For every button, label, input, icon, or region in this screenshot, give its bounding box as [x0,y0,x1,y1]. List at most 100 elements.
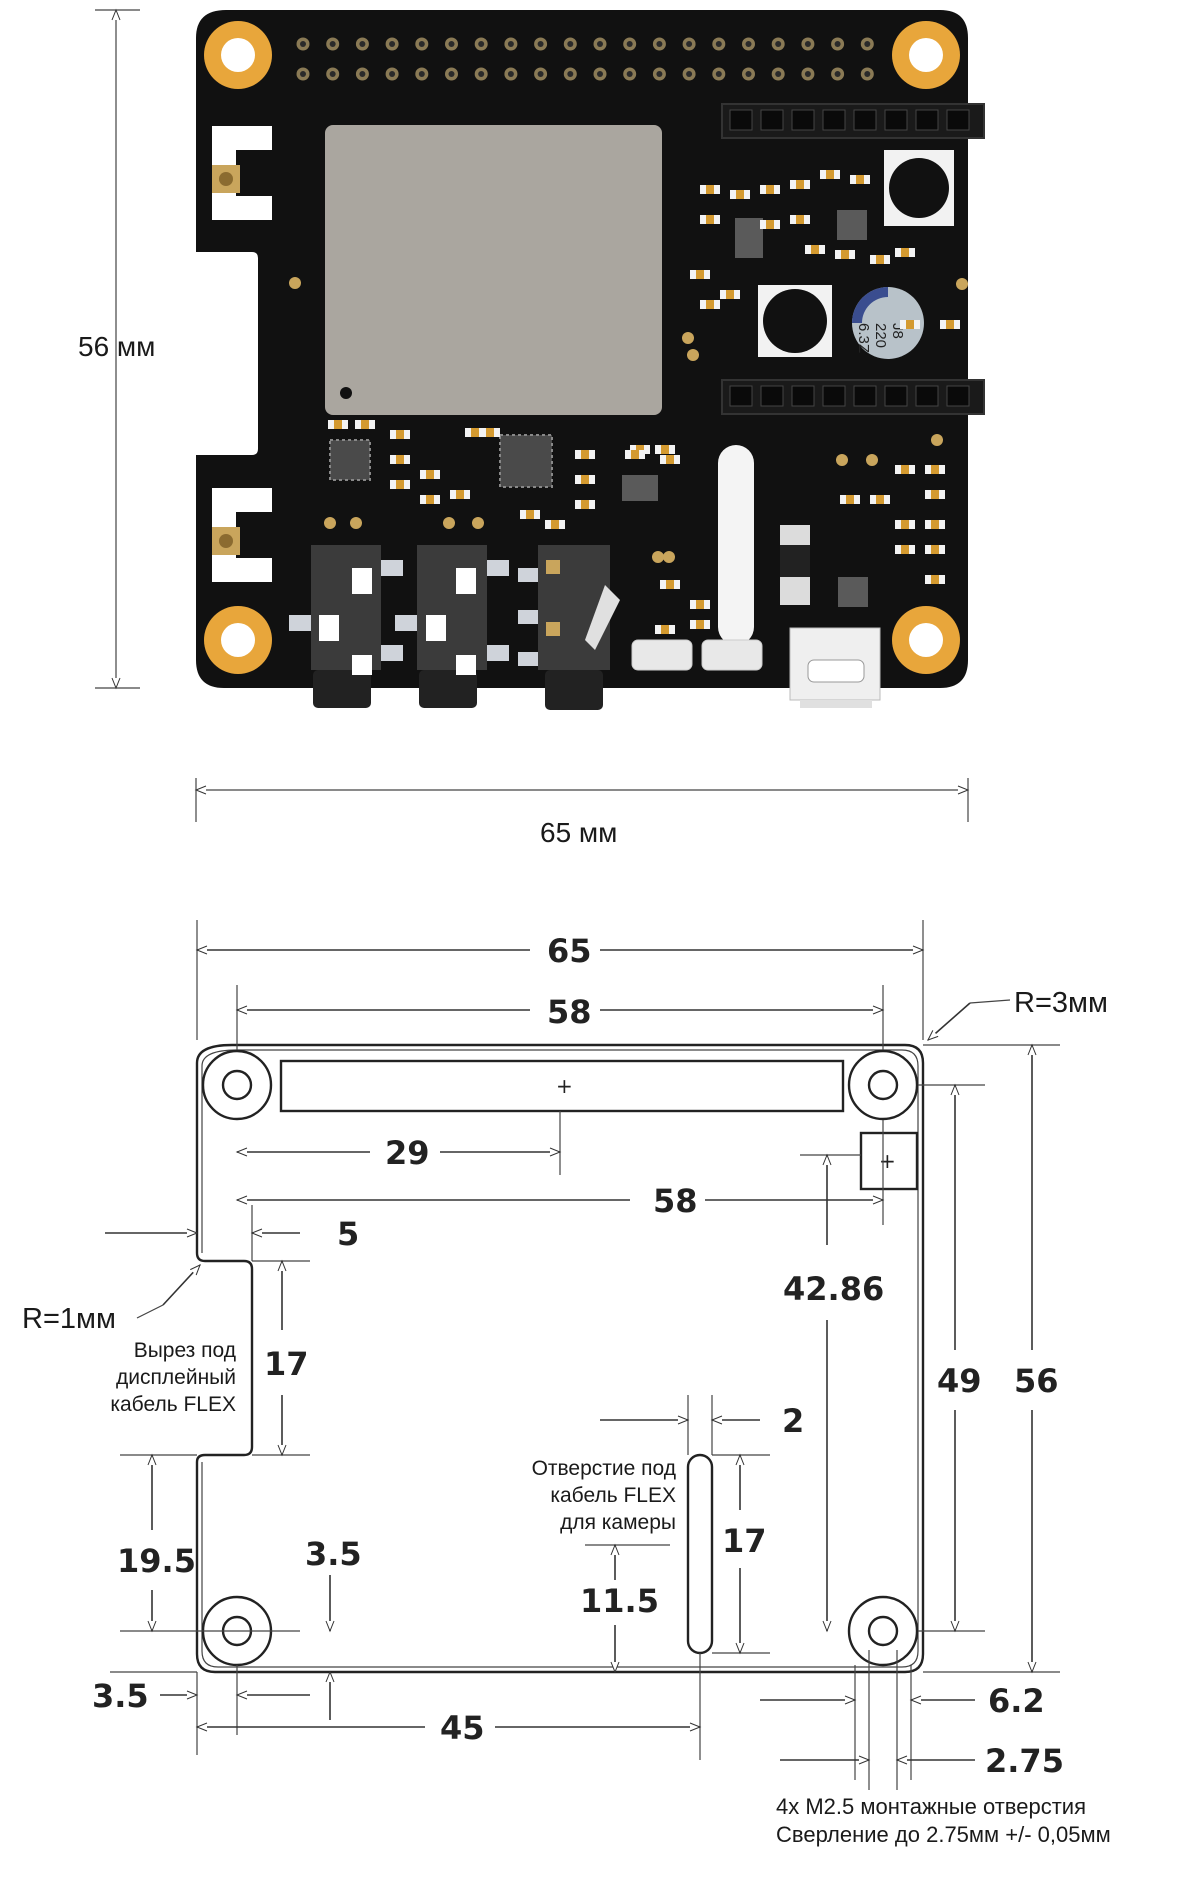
dim-3-5-top: 3.5 [305,1535,362,1573]
smd-part [390,480,410,489]
gpio-pin-hole [745,41,752,47]
smd-body [526,510,534,519]
dim-58-top: 58 [547,993,592,1031]
gpio-pin-hole [715,41,722,47]
gpio-pin-hole [775,71,782,77]
gpio-pin-hole [359,41,366,47]
smd-part [925,465,945,474]
smd-part [450,490,470,499]
smd-part [835,250,855,259]
note-camera-2: кабель FLEX [550,1484,676,1507]
via [324,517,336,529]
smd-body [696,270,704,279]
smd-part [790,215,810,224]
gpio-pin-hole [359,71,366,77]
gpio-pin-hole [329,71,336,77]
gpio-pin-hole [597,71,603,77]
smd-body [876,495,884,504]
smd-part [700,185,720,194]
smd-part [328,420,348,429]
smd-body [846,495,854,504]
smd-body [766,185,774,194]
smd-part [660,455,680,464]
smd-body [661,625,669,634]
dim-56: 56 [1014,1362,1059,1400]
smd-part [660,580,680,589]
gpio-pin-hole [507,71,514,77]
gpio-pin-hole [656,41,663,47]
mounting-pad-bottom-left [204,606,272,674]
audio-jack-3 [518,545,620,710]
smd-body [666,580,674,589]
smd-part [420,470,440,479]
module-pin1-dot [340,387,352,399]
connector-slot [915,109,939,131]
dim-42-86: 42.86 [783,1270,884,1308]
smd-part [730,190,750,199]
via [443,517,455,529]
smd-body [426,470,434,479]
connector-slot [884,109,908,131]
smd-part [760,185,780,194]
smd-body [706,215,714,224]
gpio-pin-hole [715,71,722,77]
smd-part [420,495,440,504]
smd-part [805,245,825,254]
smd-part [390,455,410,464]
smd-body [901,520,909,529]
photo-height-label: 56 мм [78,331,155,362]
smd-body [826,170,834,179]
smd-body [696,600,704,609]
smd-body [726,290,734,299]
gpio-center-mark: + [556,1074,573,1098]
gpio-pin-hole [686,41,693,47]
smd-body [876,255,884,264]
vias [289,277,968,563]
audio-jack-1 [289,545,403,708]
smd-body [661,445,669,454]
connector-slot [791,109,815,131]
smd-body [796,180,804,189]
gpio-pin-hole [537,41,544,47]
via [866,454,878,466]
smd-part [655,445,675,454]
smd-part [655,625,675,634]
connector-slot [884,385,908,407]
via [687,349,699,361]
gpio-pin-hole [567,71,574,77]
smd-body [946,320,954,329]
gpio-pin-hole [478,41,485,47]
smd-part [760,220,780,229]
via [652,551,664,563]
smd-part [940,320,960,329]
mounting-pad-top-right [892,21,960,89]
mount-hole-tl [201,1049,273,1121]
gpio-pin-hole [418,41,425,47]
note-cutout-1: Вырез под [134,1339,236,1362]
smd-body [931,465,939,474]
gpio-pin-hole [775,41,782,47]
via [663,551,675,563]
note-r3: R=3мм [1014,987,1108,1019]
gpio-pin-hole [626,71,633,77]
dim-3-5-left: 3.5 [92,1677,149,1715]
dim-49: 49 [937,1362,982,1400]
smd-body [426,495,434,504]
smd-body [581,500,589,509]
photo-height-dimension: 56 мм [78,8,155,690]
connector-slot [729,109,753,131]
smd-part [355,420,375,429]
ic-chip-5 [622,475,658,501]
smd-part [925,490,945,499]
gpio-pin-hole [864,71,871,77]
dim-6-2: 6.2 [988,1682,1045,1720]
button-middle [758,285,832,357]
connector-jst-1 [631,639,693,671]
gpio-pin-hole [329,41,336,47]
smd-body [901,545,909,554]
gpio-pin-hole [804,71,811,77]
smd-part [690,600,710,609]
smd-part [575,450,595,459]
micro-usb-port [789,627,881,708]
